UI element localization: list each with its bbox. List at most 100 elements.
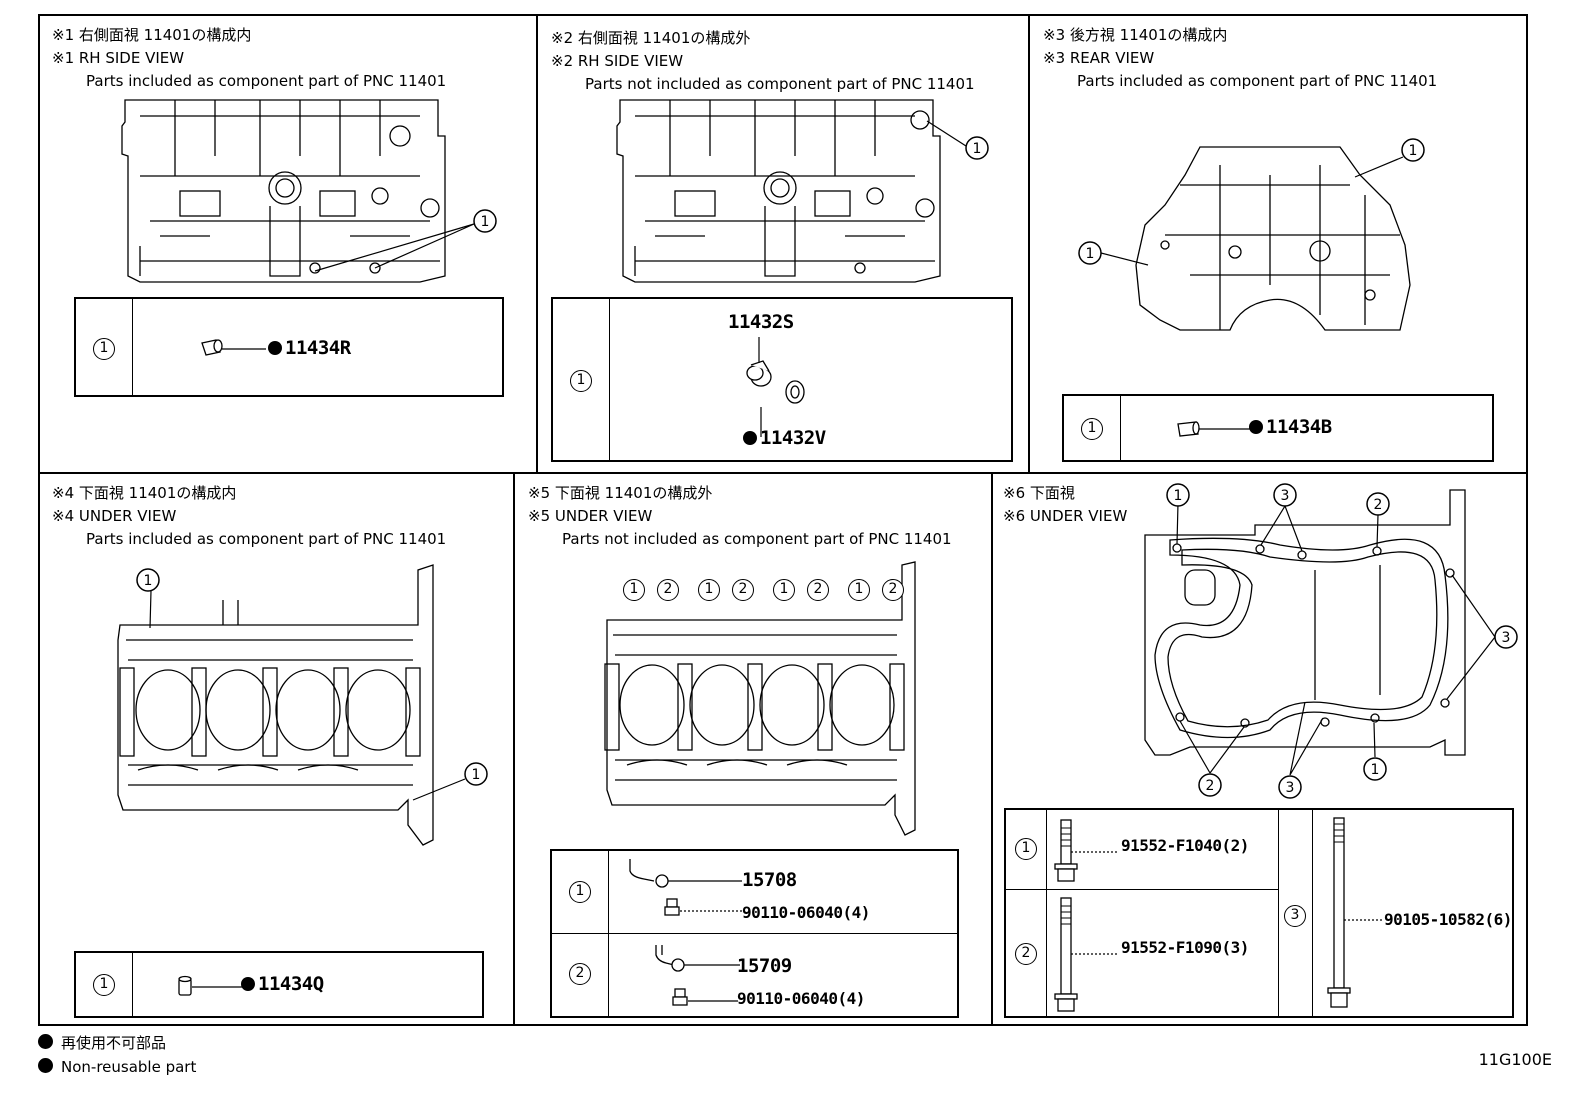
panel-6-row-3-callout: 3 [1284, 905, 1306, 927]
callout-1-circle-icon [965, 136, 989, 160]
panel-5-title-en: ※5 UNDER VIEW [528, 507, 653, 525]
panel-5-parts-table: 1 2 15708 90110-06040(4) 15709 90110-060… [550, 849, 959, 1018]
non-reusable-dot-icon [241, 977, 255, 991]
panel-4-title-ja: ※4 下面視 11401の構成内 [52, 484, 237, 502]
panel-1-diagram-callout: 1 [481, 214, 490, 230]
plug-and-gasket-icon [746, 337, 805, 437]
panel-5-callout-1d: 1 [848, 579, 870, 601]
panel-5-under-view-engine-block [604, 561, 916, 836]
panel-3-rear-engine-block: 1 1 [1078, 138, 1425, 331]
legend-en-text: Non-reusable part [61, 1058, 197, 1076]
callout-1-circle-icon [136, 568, 160, 592]
col-divider-top-1 [536, 14, 538, 472]
col-divider-top-2 [1028, 14, 1030, 472]
legend-en: Non-reusable part [38, 1058, 196, 1076]
panel-5-row-2-callout: 2 [569, 963, 591, 985]
panel-2-title: ※2 右側面視 11401の構成外 ※2 RH SIDE VIEW Parts … [551, 27, 975, 96]
col-divider-bottom-1 [513, 472, 515, 1026]
bolt-icon [672, 988, 738, 1006]
part-number-11434q: 11434Q [241, 973, 324, 995]
pin-icon [201, 339, 266, 356]
panel-6-title-en: ※6 UNDER VIEW [1003, 507, 1128, 525]
oil-jet-icon [655, 945, 740, 972]
panel-6-row-2-callout: 2 [1015, 943, 1037, 965]
panel-5-title: ※5 下面視 11401の構成外 ※5 UNDER VIEW Parts not… [528, 482, 952, 551]
panel-3-title-en: ※3 REAR VIEW [1043, 49, 1155, 67]
row-divider [38, 472, 1528, 474]
part-number-11432s: 11432S [728, 311, 794, 333]
part-number-91552-f1040: 91552-F1040(2) [1121, 836, 1249, 855]
panel-4-callout-top: 1 [144, 573, 153, 589]
panel-6-callout-1-bottom: 1 [1371, 762, 1380, 778]
callout-3-circle-icon [1278, 775, 1302, 799]
callout-3-circle-icon [1273, 483, 1297, 507]
legend-ja-text: 再使用不可部品 [61, 1034, 167, 1052]
panel-1-parts-table: 1 11434R [74, 297, 504, 397]
panel-5-callout-1a: 1 [623, 579, 645, 601]
part-number-15708: 15708 [742, 869, 797, 891]
long-bolt-icon [1327, 817, 1384, 1008]
oil-jet-icon [629, 859, 742, 888]
panel-6-callout-3-bottom: 3 [1286, 780, 1295, 796]
panel-1-title: ※1 右側面視 11401の構成内 ※1 RH SIDE VIEW Parts … [52, 24, 446, 93]
panel-5-description: Parts not included as component part of … [562, 530, 952, 548]
callout-1-circle-icon [1166, 483, 1190, 507]
diagram-frame [38, 14, 1528, 1026]
panel-4-row-callout: 1 [93, 974, 115, 996]
callout-2-circle-icon [1366, 492, 1390, 516]
part-number-11434b: 11434B [1249, 416, 1332, 438]
non-reusable-dot-icon [743, 431, 757, 445]
pin-icon [178, 975, 244, 996]
panel-6-callout-3-top: 3 [1281, 488, 1290, 504]
part-number-90105-10582: 90105-10582(6) [1384, 910, 1512, 929]
callout-3-circle-icon [1494, 625, 1518, 649]
panel-5-title-ja: ※5 下面視 11401の構成外 [528, 484, 713, 502]
callout-2-circle-icon [1198, 773, 1222, 797]
panel-5-callout-row: 1 2 1 2 1 2 1 2 [623, 579, 913, 603]
panel-1-rh-side-engine-block: 1 [121, 99, 497, 283]
panel-5-callout-2c: 2 [807, 579, 829, 601]
flange-bolt-medium-icon [1054, 897, 1119, 1012]
panel-4-under-view-engine-block: 1 1 [117, 564, 488, 846]
panel-6-callout-3-right: 3 [1502, 630, 1511, 646]
panel-5-callout-1c: 1 [773, 579, 795, 601]
callout-1-circle-icon [1363, 757, 1387, 781]
panel-5-row-1-callout: 1 [569, 881, 591, 903]
panel-6-title-ja: ※6 下面視 [1003, 484, 1075, 502]
panel-5-callout-2b: 2 [732, 579, 754, 601]
panel-4-title: ※4 下面視 11401の構成内 ※4 UNDER VIEW Parts inc… [52, 482, 446, 551]
part-number-11434r: 11434R [268, 337, 351, 359]
panel-3-callout-left: 1 [1086, 246, 1095, 262]
non-reusable-dot-icon [38, 1058, 53, 1073]
panel-4-title-en: ※4 UNDER VIEW [52, 507, 177, 525]
panel-3-parts-table: 1 11434B [1062, 394, 1494, 462]
col-divider-bottom-2 [991, 472, 993, 1026]
panel-4-description: Parts included as component part of PNC … [86, 530, 447, 548]
panel-6-callout-2-top: 2 [1374, 497, 1383, 513]
panel-2-description: Parts not included as component part of … [585, 75, 975, 93]
panel-3-title: ※3 後方視 11401の構成内 ※3 REAR VIEW Parts incl… [1043, 24, 1437, 93]
non-reusable-dot-icon [38, 1034, 53, 1049]
panel-1-title-ja: ※1 右側面視 11401の構成内 [52, 26, 252, 44]
bolt-icon [664, 898, 742, 916]
part-number-15709: 15709 [737, 955, 792, 977]
part-number-91552-f1090: 91552-F1090(3) [1121, 938, 1249, 957]
panel-6-parts-table: 1 2 3 91552-F1040(2) 91552-F1090(3) 9010… [1004, 808, 1514, 1018]
panel-1-row-callout: 1 [93, 338, 115, 360]
panel-1-description: Parts included as component part of PNC … [86, 72, 447, 90]
panel-2-row-callout: 1 [570, 370, 592, 392]
panel-5-callout-2a: 2 [657, 579, 679, 601]
panel-2-parts-table: 1 11432S 11432V [551, 297, 1013, 462]
panel-4-callout-right: 1 [472, 767, 481, 783]
legend-ja: 再使用不可部品 [38, 1032, 166, 1053]
callout-1-circle-icon [464, 762, 488, 786]
panel-5-callout-1b: 1 [698, 579, 720, 601]
non-reusable-dot-icon [1249, 420, 1263, 434]
panel-3-description: Parts included as component part of PNC … [1077, 72, 1438, 90]
panel-3-callout-top: 1 [1409, 143, 1418, 159]
panel-2-rh-side-engine-block: 1 [616, 99, 989, 283]
flange-bolt-short-icon [1054, 819, 1119, 882]
panel-4-parts-table: 1 11434Q [74, 951, 484, 1018]
panel-1-title-en: ※1 RH SIDE VIEW [52, 49, 185, 67]
non-reusable-dot-icon [268, 341, 282, 355]
